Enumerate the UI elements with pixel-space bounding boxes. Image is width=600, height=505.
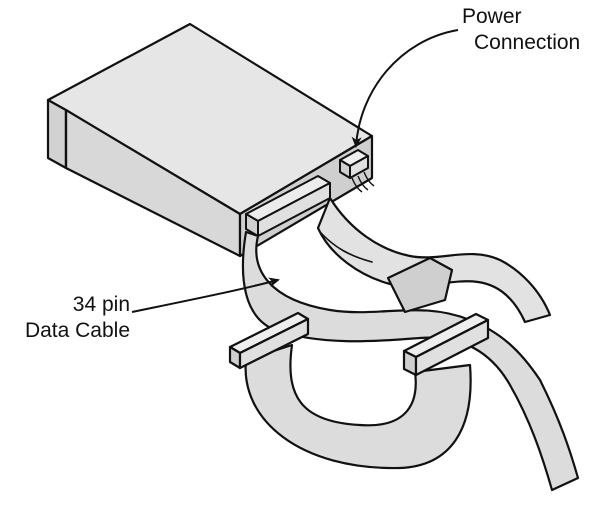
- ribbon-cable: [241, 196, 580, 492]
- power-connection-arrow: [351, 29, 459, 148]
- cable-connector-right: [402, 312, 490, 377]
- data-cable-label-line1: 34 pin: [72, 293, 130, 316]
- power-connection-label-line1: Power: [462, 5, 522, 28]
- power-connection-label-line2: Connection: [474, 31, 581, 54]
- data-cable-label: 34 pin Data Cable: [2, 292, 130, 344]
- drive-front-bezel: [46, 98, 68, 170]
- data-cable-label-line2: Data Cable: [24, 319, 130, 342]
- power-connector: [339, 149, 375, 193]
- power-connection-label: Power Connection: [462, 4, 580, 56]
- ribbon-cable-lower-loop: [244, 343, 472, 470]
- cable-connector-left: [228, 311, 310, 370]
- data-cable-arrow: [131, 277, 280, 313]
